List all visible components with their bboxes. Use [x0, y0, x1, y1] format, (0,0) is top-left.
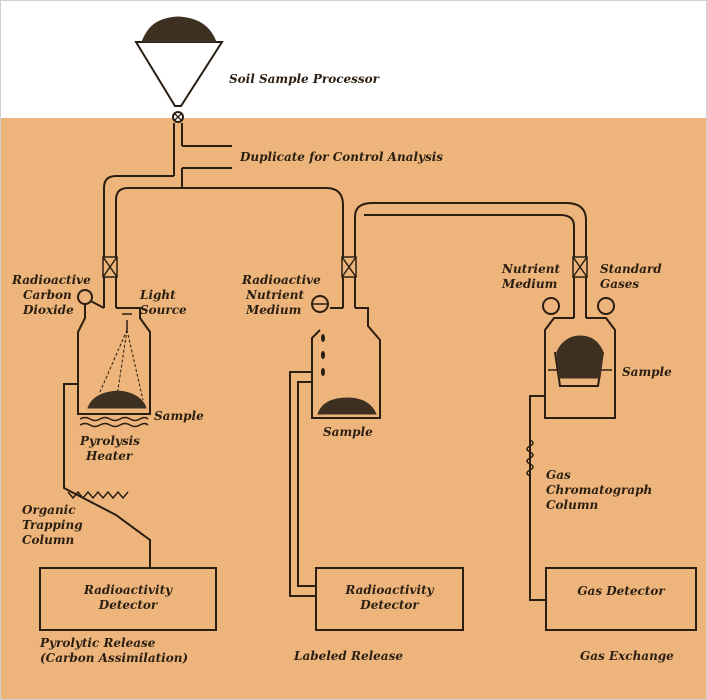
pyrolytic-detector-label-1: Radioactivity — [83, 583, 173, 597]
light-source — [122, 313, 132, 330]
trapping-column-label-1: Organic — [22, 503, 76, 517]
manifold — [103, 175, 587, 318]
standard-gases-label-1: Standard — [600, 262, 662, 276]
gas-nutrient-label-1: Nutrient — [502, 262, 561, 276]
gas-soil — [556, 335, 604, 379]
pyrolytic-gas-label-3: Dioxide — [23, 303, 74, 317]
labeled-nutrient-label-2: Nutrient — [246, 288, 305, 302]
manifold-lower-rail — [354, 202, 587, 318]
chamber-pyrolytic — [63, 289, 151, 570]
labeled-sample-label: Sample — [323, 425, 373, 439]
gas-detector-label: Gas Detector — [577, 584, 665, 598]
chromatograph-label-3: Column — [546, 498, 599, 512]
hopper-valve-cross — [173, 112, 183, 122]
pyrolytic-soil — [87, 390, 147, 409]
labeled-detector-label-2: Detector — [360, 598, 419, 612]
gas-line-out — [529, 395, 546, 601]
chromatograph-label-2: Chromatograph — [546, 483, 653, 497]
standard-gases-label-2: Gases — [600, 277, 640, 291]
chamber-gas-exchange — [526, 297, 616, 601]
labeled-soil — [317, 397, 377, 415]
gas-nutrient-bulb — [542, 297, 560, 315]
labeled-detector-box — [315, 567, 464, 631]
manifold-outer — [103, 175, 174, 308]
chamber-gas-body — [544, 317, 616, 419]
pyrolytic-sample-label: Sample — [154, 409, 204, 423]
labeled-caption: Labeled Release — [294, 649, 403, 663]
nutrient-drops — [321, 334, 325, 376]
pyrolytic-detector-box — [39, 567, 217, 631]
pyrolytic-gas-bulb — [77, 289, 93, 305]
labeled-nutrient-label-1: Radioactive — [242, 273, 321, 287]
gas-sample-label: Sample — [622, 365, 672, 379]
manifold-inner-left — [115, 187, 182, 308]
hopper-soil — [141, 16, 217, 43]
pyrolysis-heater-label-2: Heater — [86, 449, 133, 463]
chamber-labeled — [289, 295, 381, 597]
light-source-label-1: Light — [140, 288, 176, 302]
standard-gases-bulb — [597, 297, 615, 315]
labeled-line-out — [289, 371, 316, 597]
manifold-return-rail — [364, 214, 575, 318]
manifold-upper-rail — [182, 187, 344, 308]
organic-trapping-column — [67, 490, 129, 500]
trapping-column-label-3: Column — [22, 533, 75, 547]
chromatograph-label-1: Gas — [546, 468, 571, 482]
light-rays — [99, 329, 144, 401]
gas-nutrient-label-2: Medium — [502, 277, 558, 291]
trapping-column-label-2: Trapping — [22, 518, 83, 532]
pyrolysis-heater-coil — [79, 416, 149, 428]
control-analysis-label: Duplicate for Control Analysis — [240, 150, 444, 164]
gas-exchange-caption: Gas Exchange — [580, 649, 674, 663]
detectors — [39, 567, 697, 631]
top-band — [0, 0, 707, 118]
labeled-detector-label-1: Radioactivity — [345, 583, 434, 597]
pyrolytic-detector-label-2: Detector — [98, 598, 158, 612]
light-source-label-2: Source — [140, 303, 187, 317]
manifold-valves — [102, 256, 588, 278]
pyrolytic-gas-label-2: Carbon — [23, 288, 72, 302]
chamber-labeled-body — [311, 307, 381, 419]
pyrolytic-caption-1: Pyrolytic Release — [40, 636, 156, 650]
pyrolytic-line-out — [63, 383, 151, 570]
pyrolytic-caption-2: (Carbon Assimilation) — [40, 651, 189, 665]
gas-chromatograph-coil — [526, 439, 534, 477]
gas-detector-box — [545, 567, 697, 631]
hopper — [134, 16, 232, 188]
control-branch — [181, 145, 232, 188]
soil-processor-label: Soil Sample Processor — [229, 72, 379, 86]
pyrolytic-gas-label-1: Radioactive — [12, 273, 91, 287]
labeled-nutrient-label-3: Medium — [246, 303, 302, 317]
pyrolysis-heater-label-1: Pyrolysis — [80, 434, 140, 448]
